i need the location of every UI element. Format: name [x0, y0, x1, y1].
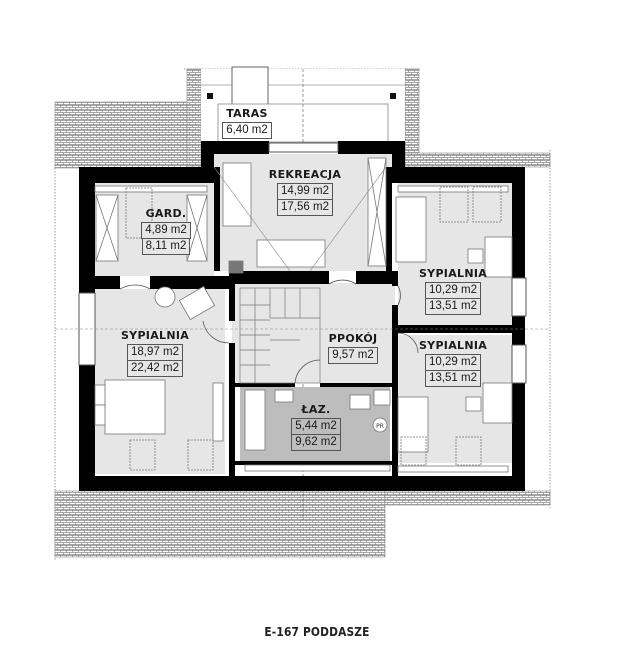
room-area: 18,97 m2: [127, 344, 183, 361]
room-area: 9,57 m2: [328, 347, 378, 364]
room-label-sypialnia-w: SYPIALNIA 18,97 m2 22,42 m2: [120, 329, 190, 377]
room-label-gard: GARD. 4,89 m2 8,11 m2: [140, 207, 192, 255]
room-area: 5,44 m2: [291, 418, 341, 435]
room-area: 10,29 m2: [425, 354, 481, 371]
furniture: [94, 162, 513, 471]
room-label-rekreacja: REKREACJA 14,99 m2 17,56 m2: [265, 168, 345, 216]
pr-label: PR: [376, 423, 384, 430]
room-label-sypialnia-ne: SYPIALNIA 10,29 m2 13,51 m2: [418, 267, 488, 315]
room-area: 10,29 m2: [425, 282, 481, 299]
room-label-taras: TARAS 6,40 m2: [215, 107, 279, 139]
staircase: [239, 287, 321, 384]
room-name: PPOKÓJ: [328, 332, 378, 345]
room-label-laz: ŁAZ. 5,44 m2 9,62 m2: [290, 403, 342, 451]
room-area-total: 22,42 m2: [127, 361, 183, 377]
room-area-total: 8,11 m2: [141, 239, 191, 255]
room-name: TARAS: [226, 107, 268, 120]
room-area-total: 17,56 m2: [277, 200, 333, 216]
door-swings: [119, 279, 419, 384]
room-area-total: 13,51 m2: [425, 371, 481, 387]
room-label-sypialnia-se: SYPIALNIA 10,29 m2 13,51 m2: [418, 339, 488, 387]
room-area-total: 13,51 m2: [425, 299, 481, 315]
roof-lines: [55, 166, 550, 330]
room-name: SYPIALNIA: [418, 339, 488, 352]
room-name: GARD.: [145, 207, 187, 220]
room-name: SYPIALNIA: [120, 329, 190, 342]
roof-hatch: [54, 68, 551, 558]
room-area: 4,89 m2: [141, 222, 191, 239]
room-name: REKREACJA: [268, 168, 342, 181]
room-area-total: 9,62 m2: [291, 435, 341, 451]
room-area: 14,99 m2: [277, 183, 333, 200]
room-label-ppokoj: PPOKÓJ 9,57 m2: [324, 332, 382, 364]
drawing-caption: E-167 PODDASZE: [264, 624, 370, 639]
room-name: SYPIALNIA: [418, 267, 488, 280]
room-area: 6,40 m2: [222, 122, 272, 139]
room-name: ŁAZ.: [301, 403, 331, 416]
